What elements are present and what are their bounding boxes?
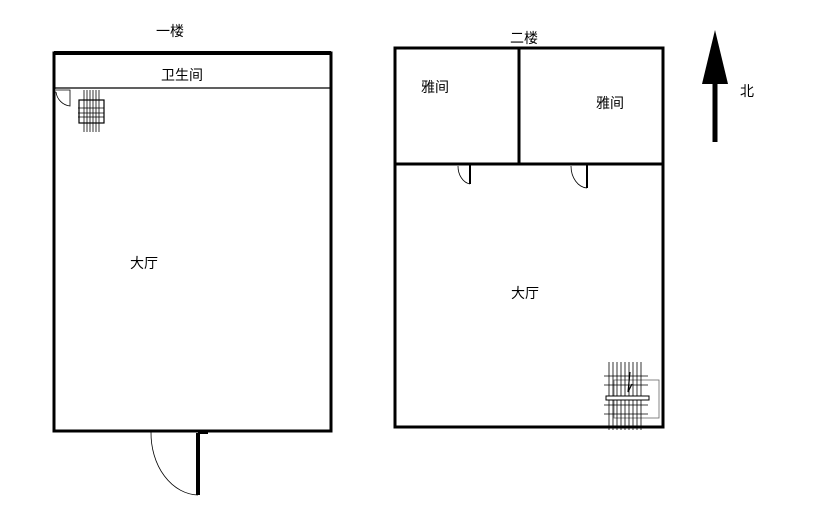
floor-1-entrance-door bbox=[150, 431, 208, 496]
room-label-floor-2-hall: 大厅 bbox=[511, 286, 539, 302]
compass-label: 北 bbox=[740, 84, 754, 100]
floor-1-outer-wall bbox=[52, 51, 333, 433]
room-label-floor-1-hall: 大厅 bbox=[130, 256, 158, 272]
floor-1-staircase-symbol bbox=[78, 90, 105, 132]
floor-2-title: 二楼 bbox=[510, 31, 538, 47]
private-room-left-door bbox=[457, 164, 471, 185]
floor-2-staircase-symbol bbox=[604, 362, 660, 430]
floor-1-plan: 一楼 卫生间 大厅 bbox=[52, 24, 333, 496]
room-label-bathroom: 卫生间 bbox=[161, 68, 203, 84]
private-room-right-door bbox=[570, 164, 588, 189]
room-label-private-room-left: 雅间 bbox=[421, 80, 449, 96]
bathroom-door-swing bbox=[55, 89, 71, 107]
north-arrow-icon bbox=[702, 30, 728, 84]
north-compass: 北 bbox=[702, 30, 754, 142]
floor-2-outer-wall bbox=[393, 46, 665, 429]
floor-1-title: 一楼 bbox=[156, 24, 184, 40]
room-label-private-room-right: 雅间 bbox=[596, 96, 624, 112]
floor-2-plan: 二楼 雅间 雅间 大厅 bbox=[393, 31, 665, 430]
